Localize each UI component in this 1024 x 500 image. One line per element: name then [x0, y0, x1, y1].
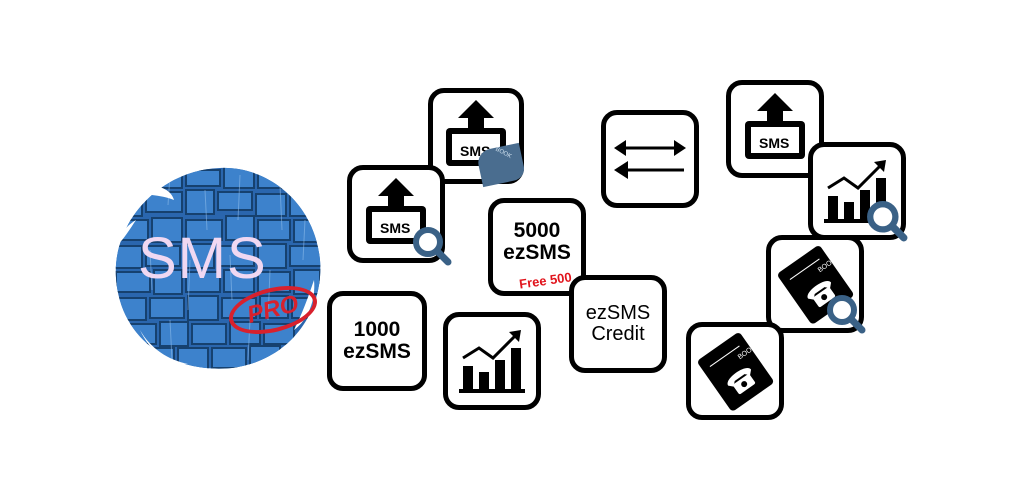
bar-chart-icon	[459, 330, 525, 393]
ezsms-credit-line2: Credit	[591, 323, 645, 345]
chart-left-tile[interactable]	[443, 312, 541, 410]
free-500-ribbon: Free 500	[518, 269, 573, 292]
magnifier-icon	[413, 227, 452, 266]
transfer-arrows-icon	[614, 140, 686, 179]
ezsms-1000-tile[interactable]: 1000 ezSMS	[327, 291, 427, 391]
magnifier-icon	[867, 201, 908, 242]
ezsms-5000-tile[interactable]: 5000 ezSMS Free 500	[488, 198, 586, 296]
ezsms-5000-amount: 5000	[513, 218, 561, 242]
app-logo: SMS PRO	[110, 160, 330, 375]
magnifier-icon	[827, 295, 866, 334]
ezsms-1000-amount: 1000	[353, 317, 401, 341]
phonebook-tile[interactable]: BOOK	[686, 322, 784, 420]
sms-upload-right-tile[interactable]: SMS	[726, 80, 824, 178]
book-label: BOOK	[494, 146, 513, 160]
phone-book-icon	[698, 333, 774, 411]
ezsms-credit-tile[interactable]: ezSMS Credit	[569, 275, 667, 373]
upload-arrow-icon	[745, 93, 805, 159]
transfer-tile[interactable]	[601, 110, 699, 208]
sms-label: SMS	[759, 135, 790, 151]
ezsms-5000-unit: ezSMS	[503, 241, 571, 264]
bar-chart-icon	[824, 160, 890, 223]
sms-upload-book-tile[interactable]: SMS BOOK	[428, 88, 527, 188]
upload-arrow-icon	[366, 178, 426, 244]
ezsms-1000-unit: ezSMS	[343, 340, 411, 363]
sms-label: SMS	[380, 220, 411, 236]
ezsms-credit-line1: ezSMS	[585, 302, 651, 324]
logo-pro-text: PRO	[244, 290, 302, 329]
logo-text: SMS	[138, 226, 267, 291]
